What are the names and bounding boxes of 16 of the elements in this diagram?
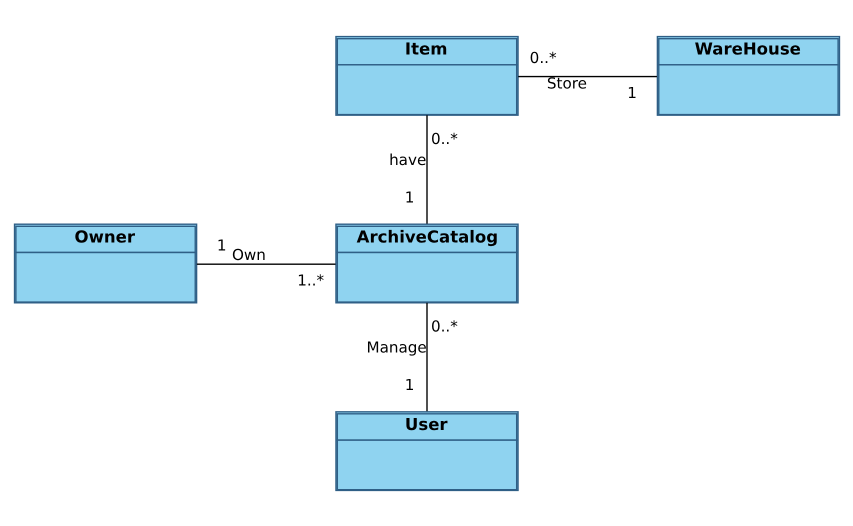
label: 1..* <box>296 270 324 289</box>
label: 1 <box>626 83 636 102</box>
connector <box>196 263 336 264</box>
edge-label: Manage <box>366 338 426 356</box>
label: 0..* <box>430 317 458 336</box>
label: 1 <box>404 376 414 394</box>
label: 1 <box>404 188 414 206</box>
label: 0..* <box>430 129 458 148</box>
edge-label: Own <box>231 245 266 264</box>
edge-label: Store <box>546 74 586 92</box>
connector <box>426 302 428 411</box>
edge-label: have <box>388 150 426 168</box>
connector <box>426 114 428 224</box>
connector <box>518 75 656 77</box>
label: 1 <box>216 236 226 254</box>
label: 0..* <box>529 48 556 67</box>
